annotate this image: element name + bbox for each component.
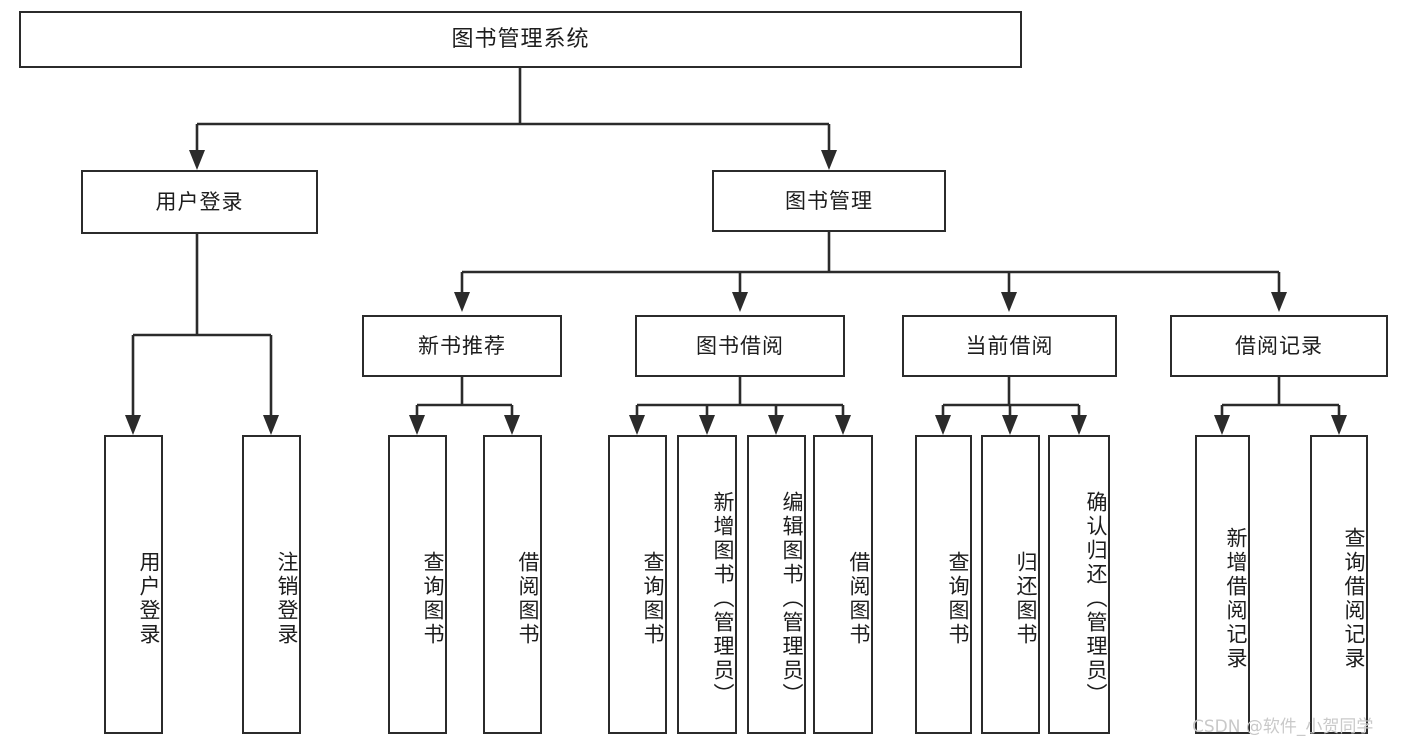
leaf-edit-book[interactable]: 编辑图书（管理员） <box>747 435 806 734</box>
node-label: 图书管理系统 <box>451 26 590 52</box>
watermark: CSDN @软件_小贺同学 <box>1192 717 1374 737</box>
node-label: 注销登录 <box>275 550 299 647</box>
node-label: 新增借阅记录 <box>1224 526 1248 671</box>
leaf-query-book-2[interactable]: 查询图书 <box>608 435 667 734</box>
node-book-management-system[interactable]: 图书管理系统 <box>19 11 1022 68</box>
leaf-borrow-book-1[interactable]: 借阅图书 <box>483 435 542 734</box>
node-label: 查询图书 <box>946 550 970 647</box>
leaf-add-book[interactable]: 新增图书（管理员） <box>677 435 737 734</box>
node-label: 新书推荐 <box>418 333 506 358</box>
node-label: 查询借阅记录 <box>1342 526 1366 671</box>
node-book-manage[interactable]: 图书管理 <box>712 170 946 232</box>
node-label: 借阅图书 <box>847 550 871 647</box>
node-label: 当前借阅 <box>965 333 1054 358</box>
leaf-query-record[interactable]: 查询借阅记录 <box>1310 435 1368 734</box>
node-new-book-recommend[interactable]: 新书推荐 <box>362 315 562 377</box>
node-label: 新增图书（管理员） <box>711 490 735 707</box>
leaf-return-book[interactable]: 归还图书 <box>981 435 1040 734</box>
leaf-query-book-1[interactable]: 查询图书 <box>388 435 447 734</box>
node-label: 查询图书 <box>641 550 665 647</box>
node-label: 归还图书 <box>1014 550 1038 647</box>
node-current-borrow[interactable]: 当前借阅 <box>902 315 1117 377</box>
node-label: 图书借阅 <box>696 333 784 358</box>
node-user-login[interactable]: 用户登录 <box>81 170 318 234</box>
node-label: 借阅记录 <box>1235 333 1323 358</box>
leaf-user-login[interactable]: 用户登录 <box>104 435 163 734</box>
node-label: 编辑图书（管理员） <box>780 490 804 707</box>
node-label: 查询图书 <box>421 550 445 647</box>
leaf-borrow-book-2[interactable]: 借阅图书 <box>813 435 873 734</box>
leaf-query-book-3[interactable]: 查询图书 <box>915 435 972 734</box>
node-borrow-record[interactable]: 借阅记录 <box>1170 315 1388 377</box>
leaf-confirm-return[interactable]: 确认归还（管理员） <box>1048 435 1110 734</box>
node-label: 确认归还（管理员） <box>1084 490 1108 707</box>
leaf-add-record[interactable]: 新增借阅记录 <box>1195 435 1250 734</box>
node-label: 用户登录 <box>137 550 161 647</box>
node-label: 用户登录 <box>155 189 244 214</box>
node-label: 借阅图书 <box>516 550 540 647</box>
leaf-logout[interactable]: 注销登录 <box>242 435 301 734</box>
node-book-borrow[interactable]: 图书借阅 <box>635 315 845 377</box>
node-label: 图书管理 <box>785 188 873 213</box>
